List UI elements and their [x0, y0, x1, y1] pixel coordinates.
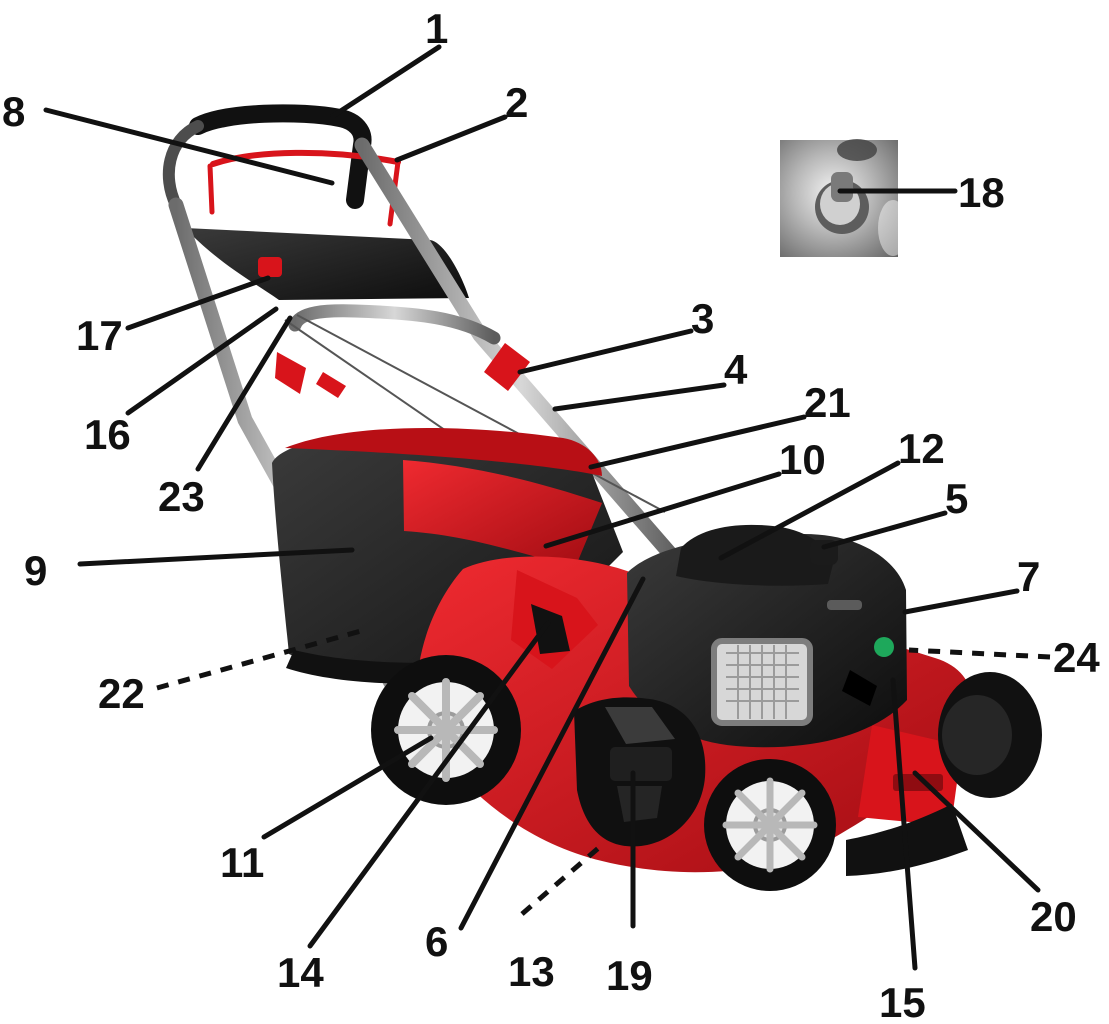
leader-line-12 [718, 460, 901, 561]
mower-illustration [162, 104, 1042, 891]
callout-2: 2 [505, 79, 528, 126]
callout-16: 16 [84, 411, 131, 458]
leader-line-4 [552, 382, 727, 412]
callout-4: 4 [724, 346, 748, 393]
leader-line-9 [77, 547, 355, 567]
left-quick-release-lever [275, 352, 306, 394]
leader-lines [43, 44, 1051, 971]
small-red-clip [316, 372, 346, 398]
handle-crossbar [288, 304, 501, 345]
callout-18: 18 [958, 169, 1005, 216]
leader-line-22 [156, 626, 369, 691]
callout-labels: 1 2 3 4 5 6 7 8 9 10 11 12 13 14 15 16 1… [2, 5, 1100, 1024]
leader-line-8 [43, 107, 335, 186]
inset-highlight [878, 200, 908, 256]
detail-inset [780, 139, 908, 257]
callout-1: 1 [425, 5, 448, 52]
engine [627, 524, 907, 748]
leader-line-3 [517, 328, 694, 375]
red-bail-left-side [207, 163, 215, 215]
leader-line-5 [821, 510, 948, 550]
callout-17: 17 [76, 312, 123, 359]
callout-7: 7 [1017, 553, 1040, 600]
leader-line-15 [890, 677, 918, 971]
leader-line-7 [902, 588, 1020, 615]
engine-green-badge [874, 637, 894, 657]
grass-bag-top-red-panel [285, 427, 602, 476]
leader-line-1 [330, 44, 442, 119]
callout-24: 24 [1053, 634, 1100, 681]
callout-5: 5 [945, 475, 968, 522]
red-lever-on-panel [258, 257, 282, 277]
leader-line-14 [307, 620, 551, 949]
leader-line-11 [261, 735, 434, 840]
engine-side-part [842, 670, 877, 706]
leader-line-20 [912, 770, 1041, 893]
handlebar-left-tube [162, 120, 204, 211]
front-left-wheel-spokes [722, 777, 818, 873]
engine-label [827, 600, 862, 610]
callout-10: 10 [779, 436, 826, 483]
front-right-wheel-inner [942, 695, 1012, 775]
grass-bag-lid [403, 460, 602, 568]
leader-line-2 [394, 114, 508, 163]
front-guards-and-controls [511, 570, 706, 847]
rear-flap-lower-panel [617, 786, 662, 822]
callout-3: 3 [691, 295, 714, 342]
callout-20: 20 [1030, 893, 1077, 940]
callout-6: 6 [425, 918, 448, 965]
leader-line-13 [520, 843, 604, 916]
leader-line-10 [543, 471, 782, 549]
callout-21: 21 [804, 379, 851, 426]
callout-11: 11 [220, 839, 264, 886]
engine-top-shroud [676, 524, 833, 586]
leader-line-6 [458, 576, 646, 931]
right-quick-release-lever [484, 343, 530, 391]
callout-14: 14 [277, 949, 324, 996]
callout-9: 9 [24, 547, 47, 594]
rear-wheels-and-front-wheels [371, 655, 1042, 891]
callout-15: 15 [879, 979, 926, 1024]
rear-left-wheel-spokes [394, 678, 498, 782]
handlebar-grip [189, 104, 372, 209]
leader-line-24 [908, 647, 1051, 660]
leader-line-21 [588, 414, 807, 470]
inset-upper-hole [837, 139, 877, 161]
callout-8: 8 [2, 88, 25, 135]
callout-13: 13 [508, 948, 555, 995]
callout-22: 22 [98, 670, 145, 717]
leader-line-16 [125, 306, 279, 416]
leader-line-17 [125, 275, 271, 331]
inset-knob-stem [831, 172, 853, 202]
rear-flap-top [605, 707, 675, 744]
leader-line-23 [195, 315, 293, 472]
callout-12: 12 [898, 425, 945, 472]
rear-flap-panel [610, 747, 672, 781]
side-lever [531, 604, 570, 654]
air-filter-grille [726, 645, 799, 719]
callout-19: 19 [606, 952, 653, 999]
control-cable-2 [296, 314, 666, 513]
callout-23: 23 [158, 473, 205, 520]
